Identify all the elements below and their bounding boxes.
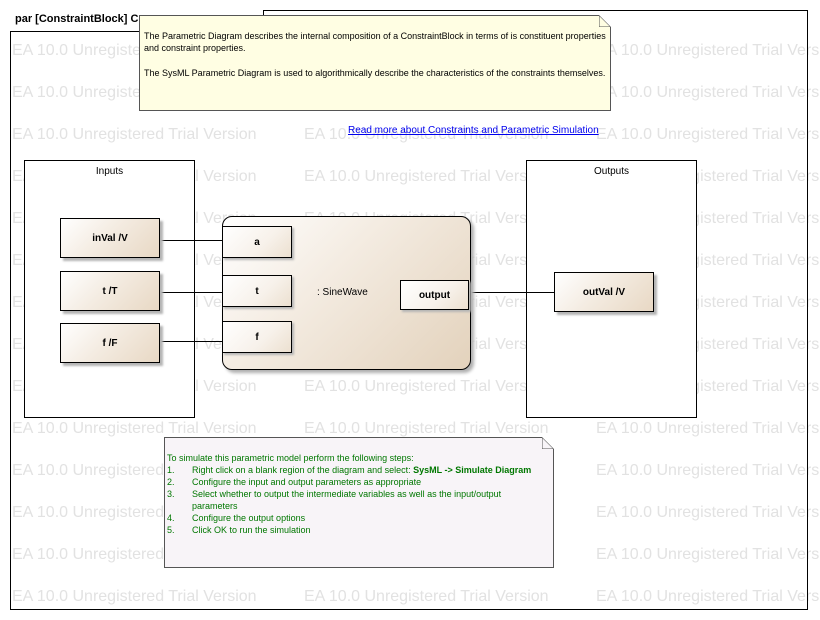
frame-title: par [ConstraintBlock] Con <box>15 13 152 25</box>
connector-f-f <box>159 341 222 342</box>
simulation-steps: To simulate this parametric model perfor… <box>167 452 547 536</box>
step-text: Configure the input and output parameter… <box>192 477 422 487</box>
constraint-port-t[interactable]: t <box>222 275 292 307</box>
step-number: 2. <box>167 477 175 487</box>
step-item: 1. Right click on a blank region of the … <box>167 464 547 476</box>
step-item: 4. Configure the output options <box>167 512 547 524</box>
step-item: 2. Configure the input and output parame… <box>167 476 547 488</box>
input-part-inval[interactable]: inVal /V <box>60 218 160 258</box>
step-text-bold: SysML -> Simulate Diagram <box>413 465 532 475</box>
constraints-help-link[interactable]: Read more about Constraints and Parametr… <box>348 125 599 136</box>
input-part-t[interactable]: t /T <box>60 271 160 311</box>
output-part-outval[interactable]: outVal /V <box>554 272 654 312</box>
constraint-port-a[interactable]: a <box>222 226 292 258</box>
inputs-pane-title: Inputs <box>95 166 124 177</box>
step-text: Right click on a blank region of the dia… <box>192 464 547 476</box>
connector-output-outval <box>469 292 554 293</box>
step-number: 1. <box>167 465 175 475</box>
steps-intro: To simulate this parametric model perfor… <box>167 453 414 463</box>
input-part-f[interactable]: f /F <box>60 323 160 363</box>
step-number: 4. <box>167 513 175 523</box>
constraint-port-output[interactable]: output <box>400 280 469 310</box>
step-text-plain: Right click on a blank region of the dia… <box>192 465 414 475</box>
step-number: 3. <box>167 489 175 499</box>
step-text: Select whether to output the intermediat… <box>192 489 502 511</box>
step-text: Click OK to run the simulation <box>192 525 311 535</box>
step-text: Configure the output options <box>192 513 306 523</box>
description-paragraph-2: The SysML Parametric Diagram is used to … <box>144 68 606 78</box>
simulation-steps-note[interactable] <box>164 437 554 568</box>
description-paragraph-1: The Parametric Diagram describes the int… <box>144 31 606 53</box>
note-fold-icon <box>542 437 554 449</box>
outputs-pane-title: Outputs <box>593 166 630 177</box>
connector-t-t <box>159 292 222 293</box>
diagram-frame <box>10 10 808 610</box>
description-note[interactable] <box>139 15 611 111</box>
constraint-label: : SineWave <box>317 287 368 298</box>
connector-inval-a <box>159 240 222 241</box>
step-item: 5. Click OK to run the simulation <box>167 524 547 536</box>
note-fold-icon <box>599 15 611 27</box>
constraint-port-f[interactable]: f <box>222 321 292 353</box>
step-item: 3. Select whether to output the intermed… <box>167 488 547 512</box>
step-number: 5. <box>167 525 175 535</box>
